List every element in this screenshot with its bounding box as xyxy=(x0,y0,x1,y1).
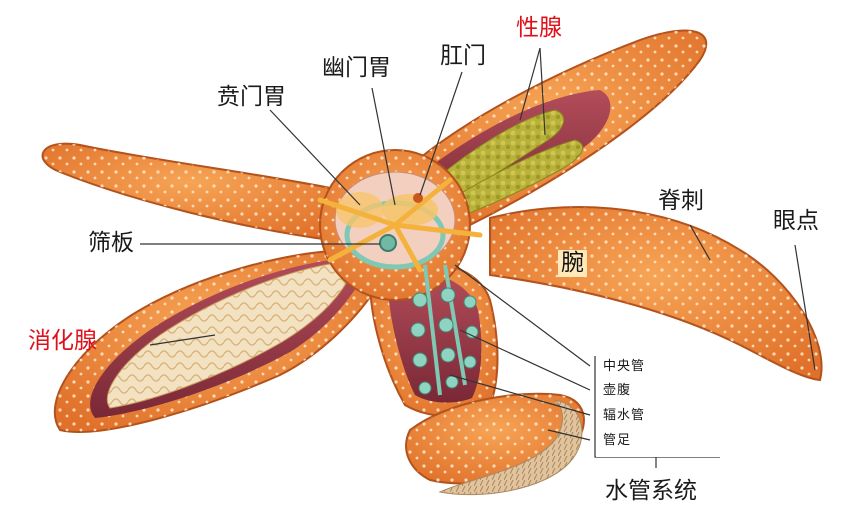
label-arm: 腕 xyxy=(558,250,587,277)
anus xyxy=(413,193,423,203)
label-anus: 肛门 xyxy=(440,43,486,69)
label-water-vascular-system: 水管系统 xyxy=(605,478,697,504)
tube-feet-fringe xyxy=(438,399,583,496)
label-spines: 脊刺 xyxy=(658,188,704,214)
label-pyloric-stomach: 幽门胃 xyxy=(322,55,391,81)
label-gonads: 性腺 xyxy=(516,15,562,41)
water-vascular-legend-box xyxy=(596,349,720,457)
label-digestive-gland: 消化腺 xyxy=(28,328,97,354)
madreporite xyxy=(379,234,397,252)
label-tube-feet: 管足 xyxy=(603,433,632,448)
leader-lines xyxy=(140,47,816,468)
radial-canal xyxy=(423,264,467,396)
label-radial-canal: 辐水管 xyxy=(603,408,646,423)
stomach-branches xyxy=(317,177,483,273)
label-cardiac-stomach: 贲门胃 xyxy=(217,84,286,110)
digestive-gland xyxy=(106,261,349,409)
label-madreporite: 筛板 xyxy=(88,230,134,256)
label-ampulla: 壶腹 xyxy=(603,383,632,398)
label-ring-canal: 中央管 xyxy=(603,359,646,374)
label-eyespot: 眼点 xyxy=(773,208,819,234)
